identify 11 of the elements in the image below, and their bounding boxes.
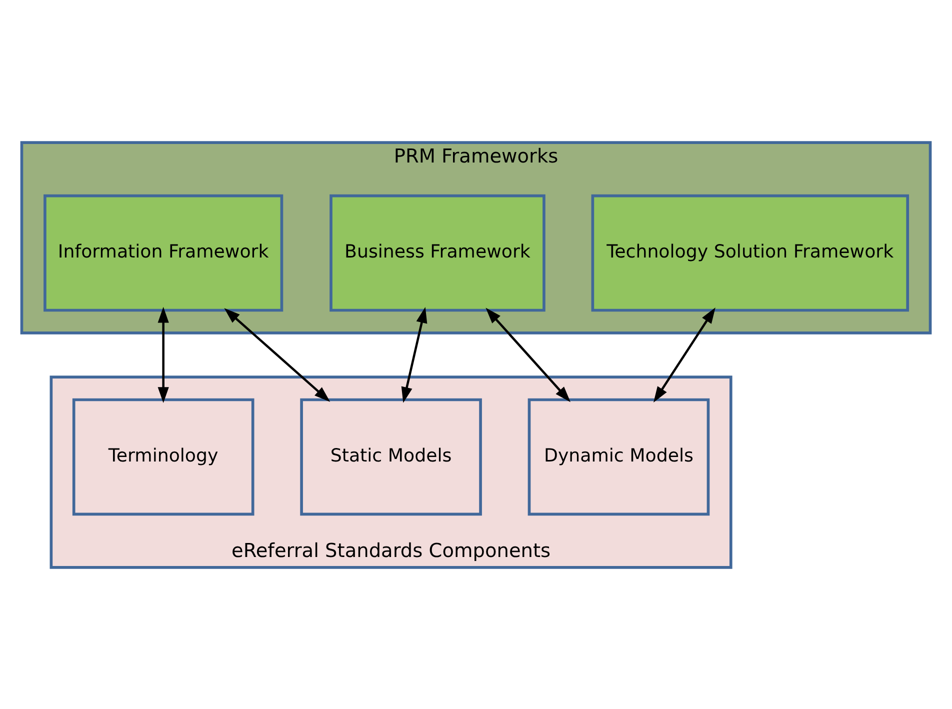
arrow <box>401 306 428 402</box>
arrow <box>486 307 570 402</box>
node-box: Terminology <box>72 398 254 516</box>
arrow <box>158 306 169 403</box>
node-box: Information Framework <box>44 194 284 312</box>
node-box: Technology Solution Framework <box>591 194 910 312</box>
arrow <box>224 308 330 402</box>
arrow <box>654 306 716 402</box>
node-box: Dynamic Models <box>528 398 710 516</box>
node-box: Business Framework <box>330 194 546 312</box>
node-box: Static Models <box>300 398 482 516</box>
